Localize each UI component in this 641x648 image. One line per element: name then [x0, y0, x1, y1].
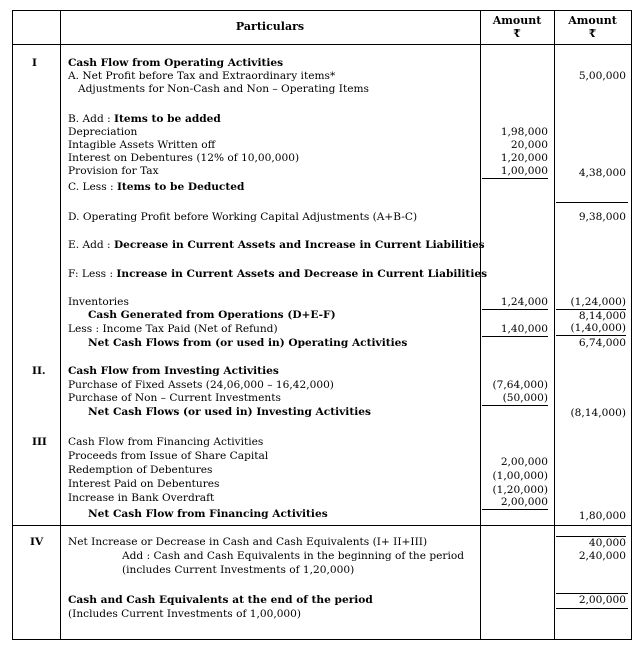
total-rule-end-bottom — [556, 608, 628, 609]
net-profit-label: A. Net Profit before Tax and Extraordina… — [68, 70, 336, 82]
end-period-value: 2,00,000 — [578, 594, 626, 606]
header-amount-1: Amount — [492, 14, 542, 27]
net-change-label: Net Increase or Decrease in Cash and Cas… — [68, 536, 428, 548]
redemption-value: (1,00,000) — [492, 470, 548, 482]
depreciation-value: 1,98,000 — [500, 126, 548, 138]
header-rupee-1: ₹ — [513, 27, 521, 40]
table-left-border — [12, 10, 13, 640]
header-rupee-2: ₹ — [588, 27, 597, 40]
cash-generated-value: 8,14,000 — [556, 309, 626, 323]
header-amount-2: Amount — [568, 14, 617, 27]
depreciation-label: Depreciation — [68, 126, 138, 138]
net-investing-label: Net Cash Flows (or used in) Investing Ac… — [88, 406, 371, 418]
net-change-value: 40,000 — [556, 536, 626, 550]
col-divider-3 — [554, 10, 555, 640]
income-tax-value: 1,40,000 — [482, 323, 548, 337]
net-operating-label: Net Cash Flows from (or used in) Operati… — [88, 337, 408, 349]
e-prefix: E. Add : — [68, 239, 114, 251]
col-divider-2 — [480, 10, 481, 640]
interest-value: 1,20,000 — [500, 152, 548, 164]
table-top-border — [12, 10, 632, 11]
add-beginning-value: 2,40,000 — [578, 550, 626, 562]
section-iv-rule — [12, 525, 632, 526]
net-financing-label: Net Cash Flow from Financing Activities — [88, 508, 328, 520]
table-bottom-border — [12, 639, 632, 640]
col-divider-1 — [60, 10, 61, 640]
adjustments-label: Adjustments for Non-Cash and Non – Opera… — [78, 83, 369, 95]
includes-current-investments-2: (Includes Current Investments of 1,00,00… — [68, 608, 302, 620]
investing-title: Cash Flow from Investing Activities — [68, 365, 279, 377]
section-number-ii: II. — [32, 365, 46, 377]
operating-profit-value: 9,38,000 — [578, 211, 626, 223]
cash-generated-label: Cash Generated from Operations (D+E-F) — [88, 309, 336, 321]
section-number-i: I — [32, 57, 37, 69]
less-working-capital-label: F: Less : Increase in Current Assets and… — [68, 268, 487, 281]
cash-flow-statement: Particulars Amount ₹ Amount ₹ I Cash Flo… — [12, 10, 632, 640]
overdraft-value: 2,00,000 — [482, 496, 548, 510]
f-prefix: F: Less : — [68, 268, 117, 280]
includes-current-investments-1: (includes Current Investments of 1,20,00… — [122, 564, 355, 576]
f-bold: Increase in Current Assets and Decrease … — [116, 268, 488, 280]
operating-title: Cash Flow from Operating Activities — [68, 57, 284, 69]
noncurrent-investments-label: Purchase of Non – Current Investments — [68, 392, 281, 404]
net-profit-value: 5,00,000 — [578, 70, 626, 82]
share-capital-label: Proceeds from Issue of Share Capital — [68, 450, 269, 462]
less-items-bold: Items to be Deducted — [116, 181, 245, 193]
income-tax-label: Less : Income Tax Paid (Net of Refund) — [68, 323, 278, 335]
header-particulars: Particulars — [235, 20, 305, 33]
inventories-total: (1,24,000) — [570, 296, 626, 308]
inventories-label: Inventories — [68, 296, 129, 308]
interest-paid-value: (1,20,000) — [492, 484, 548, 496]
end-period-label: Cash and Cash Equivalents at the end of … — [68, 594, 373, 606]
fixed-assets-value: (7,64,000) — [492, 379, 548, 391]
inventories-value: 1,24,000 — [482, 296, 548, 310]
intangible-value: 20,000 — [510, 139, 548, 151]
net-operating-value: 6,74,000 — [578, 337, 626, 349]
add-beginning-label: Add : Cash and Cash Equivalents in the b… — [122, 550, 465, 562]
intangible-label: Intagible Assets Written off — [68, 139, 216, 151]
net-financing-value: 1,80,000 — [578, 510, 626, 522]
section-number-iii: III — [32, 436, 47, 448]
add-items-label: B. Add : Items to be added — [68, 113, 221, 126]
total-rule-1 — [556, 202, 628, 203]
interest-paid-label: Interest Paid on Debentures — [68, 478, 220, 490]
provision-value: 1,00,000 — [482, 165, 548, 179]
table-right-border — [631, 10, 632, 640]
financing-title: Cash Flow from Financing Activities — [68, 436, 264, 448]
noncurrent-investments-value: (50,000) — [482, 392, 548, 406]
header-bottom-border — [12, 44, 632, 45]
redemption-label: Redemption of Debentures — [68, 464, 213, 476]
interest-label: Interest on Debentures (12% of 10,00,000… — [68, 152, 300, 164]
add-items-total: 4,38,000 — [578, 167, 626, 179]
share-capital-value: 2,00,000 — [500, 456, 548, 468]
less-prefix: C. Less : — [68, 181, 117, 193]
e-bold: Decrease in Current Assets and Increase … — [114, 239, 485, 251]
fixed-assets-label: Purchase of Fixed Assets (24,06,000 – 16… — [68, 379, 334, 391]
income-tax-total: (1,40,000) — [556, 322, 626, 336]
provision-label: Provision for Tax — [68, 165, 159, 177]
total-rule-end-top — [556, 593, 628, 594]
less-items-label: C. Less : Items to be Deducted — [68, 181, 244, 194]
overdraft-label: Increase in Bank Overdraft — [68, 492, 215, 504]
net-investing-value: (8,14,000) — [570, 407, 626, 419]
add-items-bold: Items to be added — [114, 113, 221, 125]
operating-profit-label: D. Operating Profit before Working Capit… — [68, 211, 418, 223]
add-working-capital-label: E. Add : Decrease in Current Assets and … — [68, 239, 485, 252]
add-prefix: B. Add : — [68, 113, 115, 125]
section-number-iv: IV — [30, 536, 44, 548]
